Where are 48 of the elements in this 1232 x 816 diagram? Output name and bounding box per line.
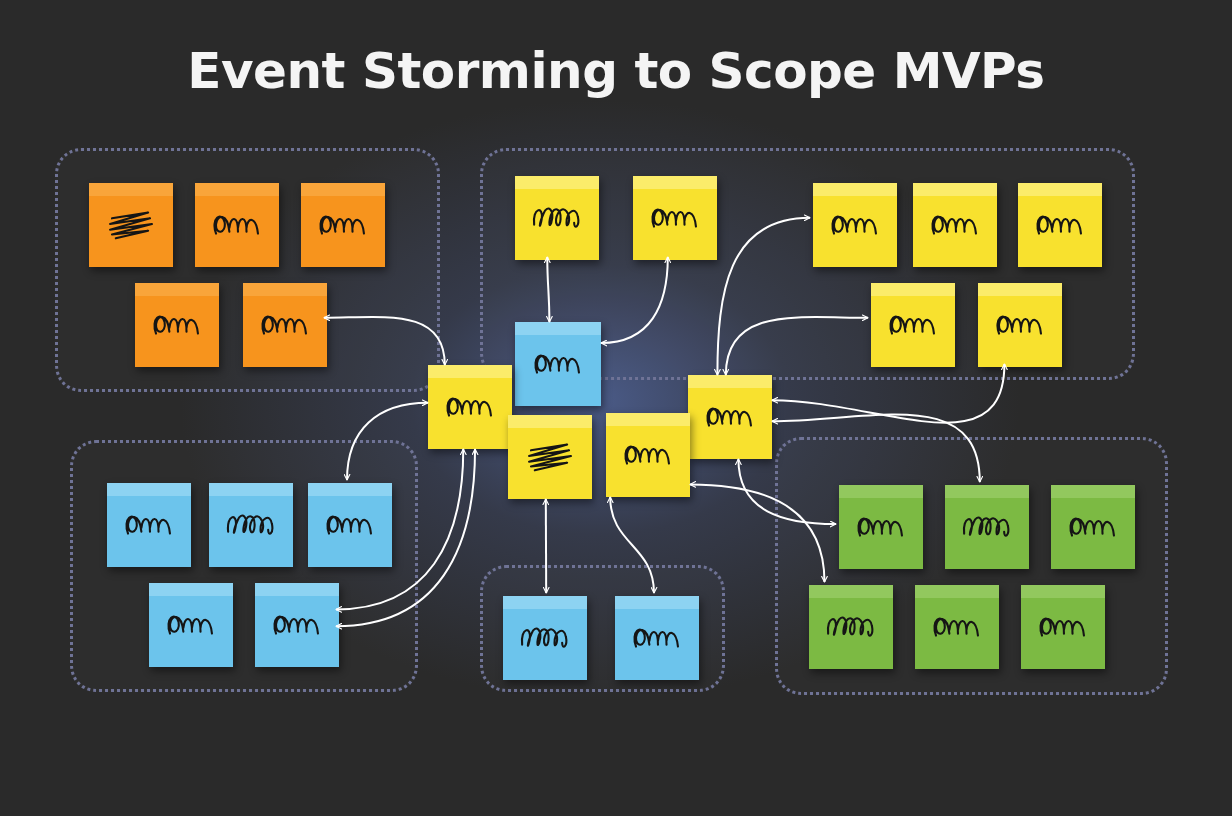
arrow bbox=[335, 448, 479, 630]
sticky-note bbox=[606, 413, 690, 497]
sticky-note bbox=[503, 596, 587, 680]
sticky-note bbox=[615, 596, 699, 680]
sticky-note bbox=[149, 583, 233, 667]
title: Event Storming to Scope MVPs bbox=[186, 42, 1046, 100]
sticky-note bbox=[945, 485, 1029, 569]
sticky-note bbox=[515, 176, 599, 260]
arrow bbox=[771, 413, 983, 483]
arrow bbox=[689, 481, 828, 583]
sticky-note bbox=[515, 322, 601, 406]
arrow bbox=[343, 399, 429, 481]
sticky-note bbox=[301, 183, 385, 267]
arrow bbox=[543, 256, 553, 323]
sticky-note bbox=[1051, 485, 1135, 569]
sticky-note bbox=[255, 583, 339, 667]
arrow bbox=[735, 458, 837, 528]
arrow bbox=[542, 498, 550, 594]
sticky-note bbox=[915, 585, 999, 669]
sticky-note bbox=[1021, 585, 1105, 669]
sticky-note bbox=[209, 483, 293, 567]
sticky-note bbox=[1018, 183, 1102, 267]
sticky-note bbox=[839, 485, 923, 569]
sticky-note bbox=[89, 183, 173, 267]
sticky-note bbox=[633, 176, 717, 260]
sticky-note bbox=[107, 483, 191, 567]
arrow bbox=[723, 314, 869, 376]
sticky-note bbox=[508, 415, 592, 499]
group-outline bbox=[775, 437, 1168, 695]
arrow bbox=[771, 363, 1008, 424]
sticky-note bbox=[195, 183, 279, 267]
sticky-note bbox=[428, 365, 512, 449]
sticky-note bbox=[871, 283, 955, 367]
arrow bbox=[323, 314, 448, 366]
sticky-note bbox=[688, 375, 772, 459]
group-outline bbox=[480, 565, 725, 692]
sticky-note bbox=[978, 283, 1062, 367]
sticky-note bbox=[135, 283, 219, 367]
sticky-note bbox=[813, 183, 897, 267]
sticky-note bbox=[913, 183, 997, 267]
arrow bbox=[607, 496, 657, 594]
arrow bbox=[335, 448, 467, 613]
arrow bbox=[714, 214, 811, 376]
arrow bbox=[600, 256, 671, 346]
sticky-note bbox=[809, 585, 893, 669]
sticky-note bbox=[243, 283, 327, 367]
group-outline bbox=[70, 440, 418, 692]
sticky-note bbox=[308, 483, 392, 567]
